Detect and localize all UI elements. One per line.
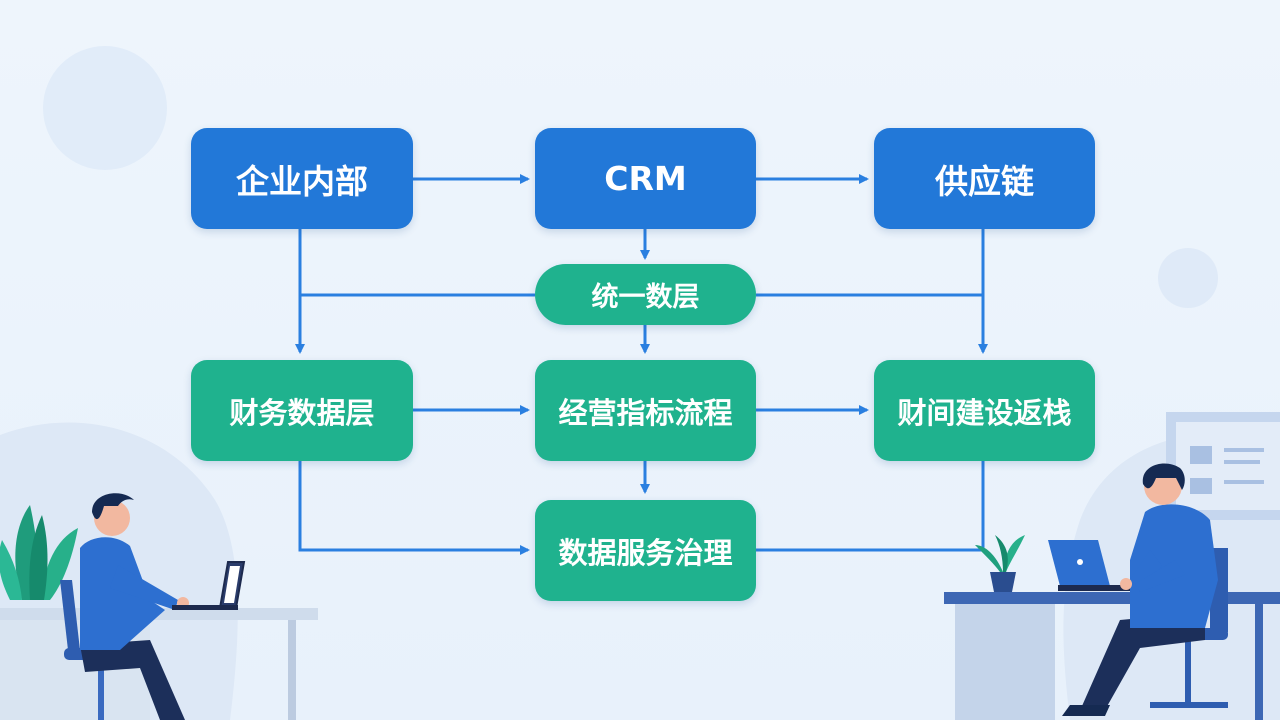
left-person-illustration bbox=[0, 493, 318, 720]
node-finance-build-return: 财间建设返栈 bbox=[874, 360, 1095, 461]
node-operating-metrics-flow: 经营指标流程 bbox=[535, 360, 756, 461]
node-enterprise-internal: 企业内部 bbox=[191, 128, 413, 229]
connectors bbox=[295, 174, 988, 555]
plant-icon bbox=[0, 505, 78, 600]
laptop-icon bbox=[1048, 540, 1148, 591]
edge-finance-to-governance bbox=[298, 461, 530, 555]
right-person-illustration bbox=[944, 412, 1280, 720]
node-data-service-governance: 数据服务治理 bbox=[535, 500, 756, 601]
node-supply-chain: 供应链 bbox=[874, 128, 1095, 229]
laptop-icon bbox=[172, 561, 246, 610]
wall-board-icon bbox=[1166, 412, 1280, 520]
edge-build-return-to-governance bbox=[756, 461, 985, 552]
plant-icon bbox=[975, 535, 1025, 592]
node-unified-data-layer: 统一数层 bbox=[535, 264, 756, 325]
right-desk bbox=[944, 592, 1280, 604]
node-finance-data-layer: 财务数据层 bbox=[191, 360, 413, 461]
node-crm: CRM bbox=[535, 128, 756, 229]
